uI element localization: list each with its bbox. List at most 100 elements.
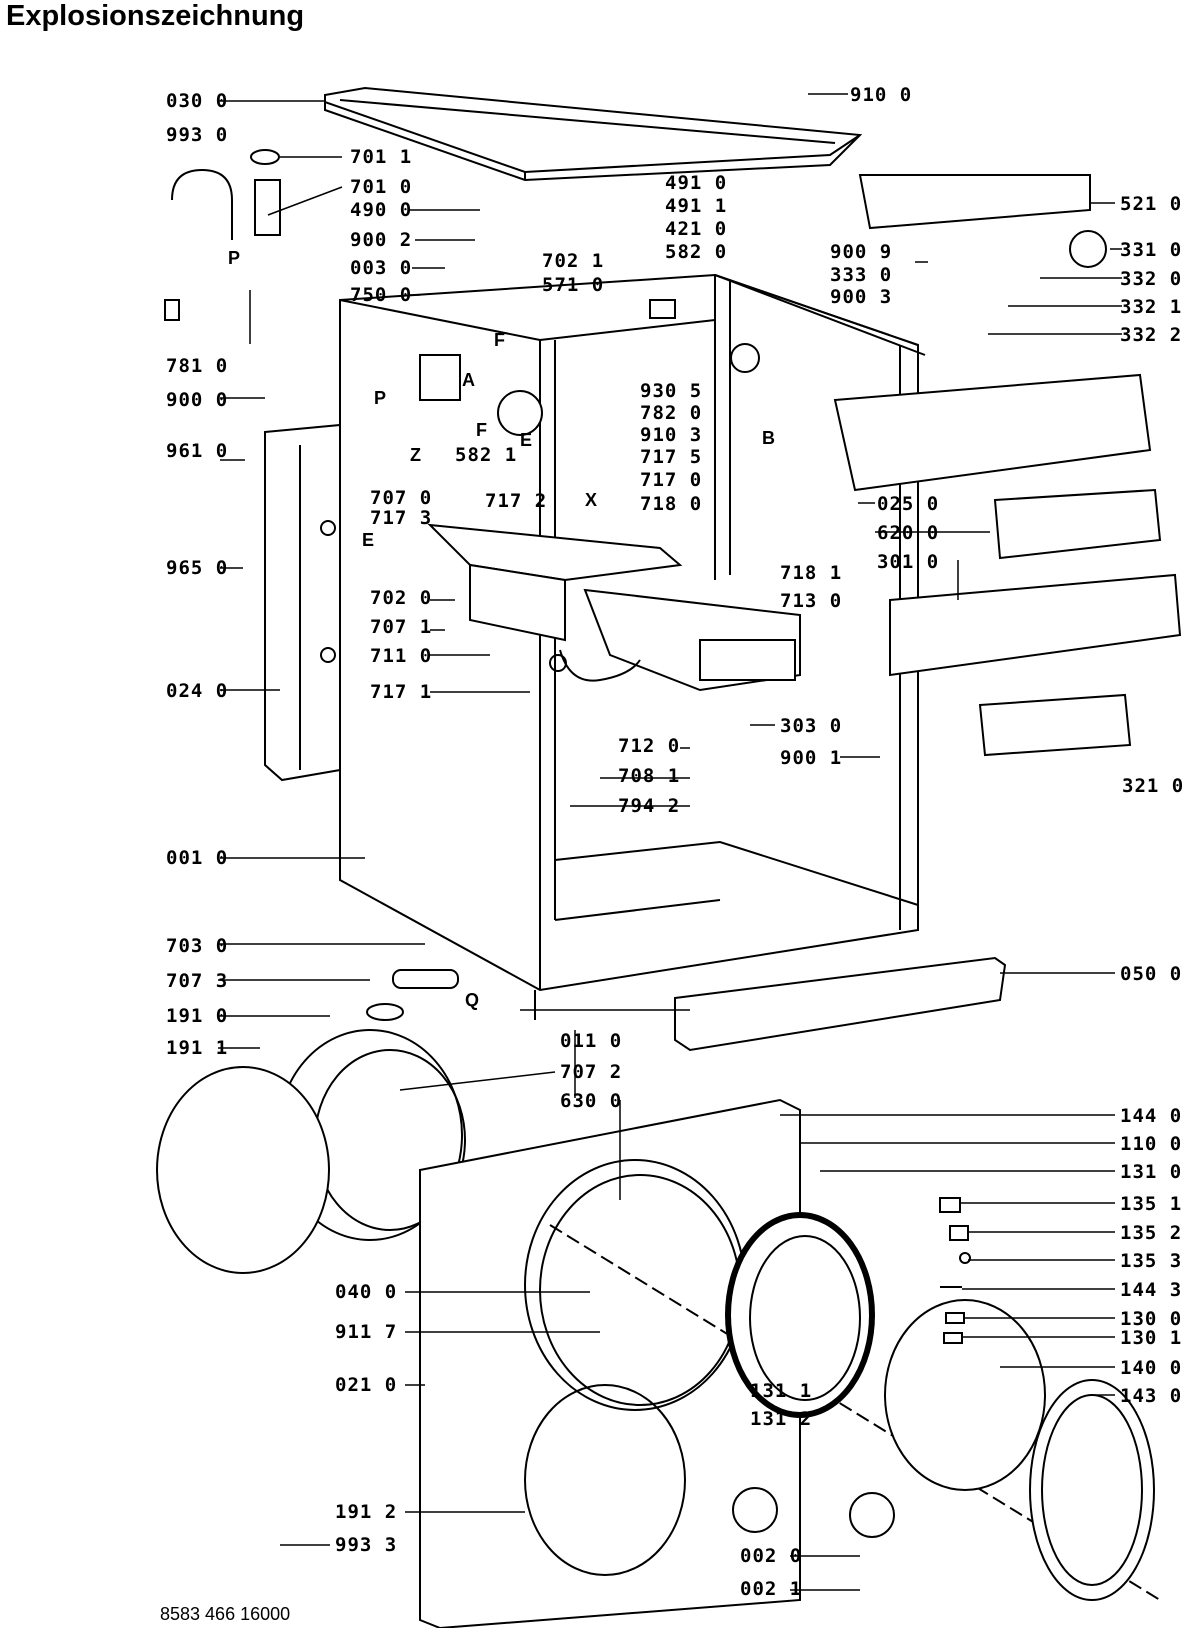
reference-letter-e: E (520, 430, 533, 450)
part-label-7181: 718 1 (780, 562, 843, 584)
part-label-1311: 131 1 (750, 1380, 813, 1402)
part-label-3210: 321 0 (1122, 775, 1185, 797)
part-label-9933: 993 3 (335, 1534, 398, 1556)
part-label-9009: 900 9 (830, 241, 893, 263)
part-label-3320: 332 0 (1120, 268, 1183, 290)
part-label-7070: 707 0 (370, 487, 433, 509)
part-label-7175: 717 5 (640, 446, 703, 468)
part-label-4911: 491 1 (665, 195, 728, 217)
reference-letter-x: X (585, 490, 598, 510)
part-label-9001: 900 1 (780, 747, 843, 769)
part-label-9305: 930 5 (640, 380, 703, 402)
part-label-9002: 900 2 (350, 229, 413, 251)
part-label-9930: 993 0 (166, 124, 229, 146)
reference-letter-z: Z (410, 445, 421, 465)
plinth (674, 956, 1007, 1052)
top-misc-parts (164, 149, 1107, 436)
part-label-5210: 521 0 (1120, 193, 1183, 215)
leader-lines-right (750, 93, 1122, 1396)
part-label-1312: 131 2 (750, 1408, 813, 1430)
part-label-7500: 750 0 (350, 284, 413, 306)
dispenser-assembly (427, 523, 801, 692)
part-label-7171: 717 1 (370, 681, 433, 703)
part-label-1100: 110 0 (1120, 1133, 1183, 1155)
back-panel (264, 423, 341, 782)
part-label-9610: 961 0 (166, 440, 229, 462)
part-label-7071: 707 1 (370, 616, 433, 638)
part-label-7021: 702 1 (542, 250, 605, 272)
part-label-7072: 707 2 (560, 1061, 623, 1083)
part-label-4900: 490 0 (350, 199, 413, 221)
reference-letter-p2: P (374, 388, 387, 408)
reference-letter-b: B (762, 428, 775, 448)
part-label-1310: 131 0 (1120, 1161, 1183, 1183)
part-label-0110: 011 0 (560, 1030, 623, 1052)
reference-letter-f: F (494, 330, 505, 350)
part-label-1912: 191 2 (335, 1501, 398, 1523)
part-label-7073: 707 3 (166, 970, 229, 992)
part-label-1351: 135 1 (1120, 1193, 1183, 1215)
part-label-7170: 717 0 (640, 469, 703, 491)
part-label-5710: 571 0 (542, 274, 605, 296)
part-label-9117: 911 7 (335, 1321, 398, 1343)
part-label-6200: 620 0 (877, 522, 940, 544)
part-label-7173: 717 3 (370, 507, 433, 529)
part-label-7942: 794 2 (618, 795, 681, 817)
part-label-9000: 900 0 (166, 389, 229, 411)
part-label-1910: 191 0 (166, 1005, 229, 1027)
part-label-3330: 333 0 (830, 264, 893, 286)
part-label-0210: 021 0 (335, 1374, 398, 1396)
door-assembly (725, 1212, 1155, 1601)
part-label-9650: 965 0 (166, 557, 229, 579)
part-label-9100: 910 0 (850, 84, 913, 106)
part-label-0010: 001 0 (166, 847, 229, 869)
part-label-7110: 711 0 (370, 645, 433, 667)
part-label-7120: 712 0 (618, 735, 681, 757)
part-label-7011: 701 1 (350, 146, 413, 168)
part-label-1353: 135 3 (1120, 1250, 1183, 1272)
part-label-7010: 701 0 (350, 176, 413, 198)
part-label-6300: 630 0 (560, 1090, 623, 1112)
leader-lines (218, 100, 860, 1591)
part-label-7020: 702 0 (370, 587, 433, 609)
part-label-3322: 332 2 (1120, 324, 1183, 346)
part-label-9003: 900 3 (830, 286, 893, 308)
part-label-1911: 191 1 (166, 1037, 229, 1059)
part-label-1400: 140 0 (1120, 1357, 1183, 1379)
part-label-0240: 024 0 (166, 680, 229, 702)
part-label-0250: 025 0 (877, 493, 940, 515)
part-label-3310: 331 0 (1120, 239, 1183, 261)
part-label-7081: 708 1 (618, 765, 681, 787)
part-label-5820: 582 0 (665, 241, 728, 263)
part-label-0300: 030 0 (166, 90, 229, 112)
reference-letter-e2: E (362, 530, 375, 550)
part-label-7180: 718 0 (640, 493, 703, 515)
reference-letter-p: P (228, 248, 241, 268)
part-label-4910: 491 0 (665, 172, 728, 194)
part-label-1301: 130 1 (1120, 1327, 1183, 1349)
reference-letter-f2: F (476, 420, 487, 440)
tub-front (156, 1029, 466, 1274)
part-label-1430: 143 0 (1120, 1385, 1183, 1407)
part-label-0500: 050 0 (1120, 963, 1183, 985)
part-label-1440: 144 0 (1120, 1105, 1183, 1127)
part-label-3030: 303 0 (780, 715, 843, 737)
control-panel-parts (833, 174, 1182, 757)
door-hardware (939, 1197, 971, 1344)
part-label-3010: 301 0 (877, 551, 940, 573)
part-label-1443: 144 3 (1120, 1279, 1183, 1301)
reference-letter-q: Q (465, 990, 480, 1010)
part-label-3321: 332 1 (1120, 296, 1183, 318)
part-label-4210: 421 0 (665, 218, 728, 240)
part-label-7130: 713 0 (780, 590, 843, 612)
part-label-7820: 782 0 (640, 402, 703, 424)
part-label-9103: 910 3 (640, 424, 703, 446)
part-label-7810: 781 0 (166, 355, 229, 377)
part-label-0030: 003 0 (350, 257, 413, 279)
top-lid (324, 86, 863, 182)
part-label-7030: 703 0 (166, 935, 229, 957)
part-label-0400: 040 0 (335, 1281, 398, 1303)
hose-parts (366, 969, 536, 1021)
document-number: 8583 466 16000 (160, 1604, 291, 1624)
